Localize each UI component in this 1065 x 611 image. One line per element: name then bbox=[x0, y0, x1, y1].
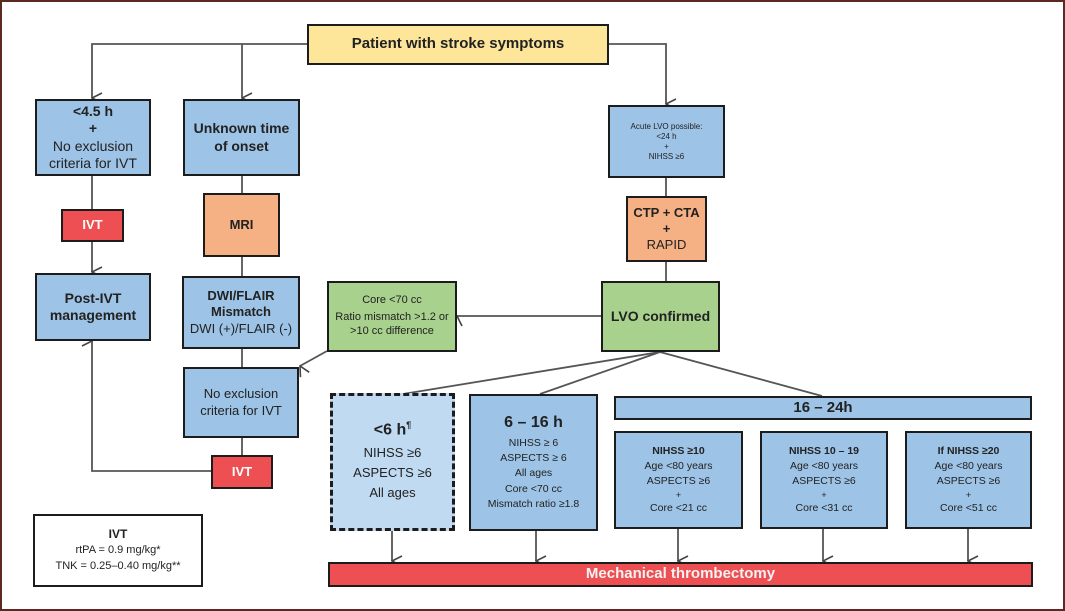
criteria-plus: + bbox=[675, 489, 682, 500]
acute-lvo-line2: <24 h bbox=[656, 131, 677, 141]
unknown-onset-line2: of onset bbox=[214, 137, 269, 154]
lvo-confirmed-box: LVO confirmed bbox=[601, 281, 720, 352]
connector-confirmed-to-6-16 bbox=[539, 351, 661, 395]
core-line1: Core <70 cc bbox=[362, 294, 422, 307]
criteria-line: Core <31 cc bbox=[795, 501, 853, 514]
acute-lvo-line3: NIHSS ≥6 bbox=[648, 151, 685, 161]
window-16-24h-criteria-box: NIHSS ≥10 Age <80 years ASPECTS ≥6 + Cor… bbox=[614, 431, 743, 529]
dwi-flair-line2: Mismatch bbox=[211, 304, 271, 320]
ivt-label-left: IVT bbox=[82, 217, 103, 233]
window-lt6h-title-wrap: <6 h¶ bbox=[374, 420, 411, 440]
window-6-16h-line: Core <70 cc bbox=[505, 482, 562, 495]
no-exclusion-line2: criteria for IVT bbox=[200, 402, 282, 418]
window-16-24h-title: 16 – 24h bbox=[793, 398, 853, 416]
ctp-cta-line1: CTP + CTA bbox=[633, 204, 700, 220]
criteria-plus: + bbox=[965, 489, 972, 500]
acute-lvo-line1: Acute LVO possible: bbox=[630, 121, 703, 131]
window-lt6h-line: NIHSS ≥6 bbox=[363, 444, 422, 460]
criteria-line: ASPECTS ≥6 bbox=[792, 475, 856, 488]
post-ivt-line1: Post-IVT bbox=[64, 289, 122, 306]
connector-ivt-to-post2 bbox=[92, 341, 211, 472]
legend-title: IVT bbox=[108, 527, 128, 542]
legend-line: TNK = 0.25–0.40 mg/kg** bbox=[55, 560, 181, 572]
window-lt6h-title: <6 h bbox=[373, 421, 407, 439]
ivt-label-unknown: IVT bbox=[231, 463, 253, 479]
connector-confirmed-to-lt6 bbox=[402, 351, 661, 395]
criteria-line: Age <80 years bbox=[789, 460, 858, 473]
criteria-head: NIHSS ≥10 bbox=[652, 445, 705, 458]
no-exclusion-line1: No exclusion bbox=[203, 386, 279, 402]
lt45h-title: <4.5 h bbox=[72, 102, 114, 119]
window-16-24h-bar: 16 – 24h bbox=[614, 396, 1032, 420]
lt45h-line2: No exclusion bbox=[52, 137, 134, 154]
window-6-16h-line: Mismatch ratio ≥1.8 bbox=[487, 497, 580, 510]
dwi-flair-line3: DWI (+)/FLAIR (-) bbox=[189, 320, 293, 336]
no-exclusion-box: No exclusion criteria for IVT bbox=[183, 367, 299, 438]
ivt-dosing-legend: IVT rtPA = 0.9 mg/kg* TNK = 0.25–0.40 mg… bbox=[33, 514, 203, 587]
acute-lvo-plus: + bbox=[664, 141, 669, 151]
window-lt6h-line: ASPECTS ≥6 bbox=[353, 465, 432, 481]
window-16-24h-criteria-box: If NIHSS ≥20 Age <80 years ASPECTS ≥6 + … bbox=[905, 431, 1032, 529]
criteria-head: If NIHSS ≥20 bbox=[937, 445, 1000, 458]
criteria-line: Core <51 cc bbox=[940, 501, 997, 514]
criteria-line: ASPECTS ≥6 bbox=[936, 475, 1001, 488]
legend-line: rtPA = 0.9 mg/kg* bbox=[75, 544, 161, 557]
core-line3: >10 cc difference bbox=[350, 324, 434, 337]
dwi-flair-line1: DWI/FLAIR bbox=[207, 288, 275, 304]
patient-stroke-symptoms-label: Patient with stroke symptoms bbox=[351, 35, 565, 53]
lt45h-plus: + bbox=[88, 120, 98, 136]
window-6-16h-line: All ages bbox=[514, 467, 553, 480]
window-lt6h-box: <6 h¶ NIHSS ≥6 ASPECTS ≥6 All ages bbox=[330, 393, 455, 531]
ctp-cta-rapid-box: CTP + CTA + RAPID bbox=[626, 196, 707, 262]
lt45h-box: <4.5 h + No exclusion criteria for IVT bbox=[35, 99, 151, 176]
window-lt6h-line: All ages bbox=[369, 485, 416, 501]
mri-label: MRI bbox=[229, 216, 254, 232]
mechanical-thrombectomy-label: Mechanical thrombectomy bbox=[585, 565, 776, 583]
post-ivt-box: Post-IVT management bbox=[35, 273, 151, 341]
criteria-line: Core <21 cc bbox=[650, 501, 707, 514]
window-6-16h-line: NIHSS ≥ 6 bbox=[508, 437, 559, 450]
lvo-confirmed-label: LVO confirmed bbox=[610, 307, 711, 324]
connector-top-to-lvo bbox=[609, 43, 666, 104]
patient-stroke-symptoms-box: Patient with stroke symptoms bbox=[307, 24, 609, 65]
window-lt6h-footnote: ¶ bbox=[406, 420, 412, 431]
unknown-onset-line1: Unknown time bbox=[193, 120, 290, 136]
criteria-plus: + bbox=[821, 489, 827, 500]
window-6-16h-box: 6 – 16 h NIHSS ≥ 6 ASPECTS ≥ 6 All ages … bbox=[469, 394, 598, 531]
dwi-flair-mismatch-box: DWI/FLAIR Mismatch DWI (+)/FLAIR (-) bbox=[182, 276, 300, 349]
window-6-16h-title: 6 – 16 h bbox=[504, 414, 563, 432]
post-ivt-line2: management bbox=[49, 307, 137, 323]
core-line2: Ratio mismatch >1.2 or bbox=[335, 311, 449, 324]
ivt-box-left: IVT bbox=[61, 209, 124, 242]
connector-core-to-noexcl bbox=[300, 350, 328, 366]
criteria-line: Age <80 years bbox=[644, 460, 713, 473]
acute-lvo-possible-box: Acute LVO possible: <24 h + NIHSS ≥6 bbox=[608, 105, 725, 178]
connector-confirmed-to-16-24 bbox=[659, 351, 823, 397]
criteria-head: NIHSS 10 – 19 bbox=[788, 445, 860, 458]
mechanical-thrombectomy-bar: Mechanical thrombectomy bbox=[328, 562, 1033, 587]
criteria-line: ASPECTS ≥6 bbox=[646, 475, 711, 488]
lt45h-line3: criteria for IVT bbox=[49, 155, 137, 171]
mri-box: MRI bbox=[203, 193, 280, 257]
ctp-cta-plus: + bbox=[662, 220, 671, 236]
core-mismatch-box: Core <70 cc Ratio mismatch >1.2 or >10 c… bbox=[327, 281, 457, 352]
window-16-24h-criteria-box: NIHSS 10 – 19 Age <80 years ASPECTS ≥6 +… bbox=[760, 431, 888, 529]
connector-top-to-lt45 bbox=[92, 43, 307, 98]
criteria-line: Age <80 years bbox=[934, 460, 1003, 473]
unknown-onset-box: Unknown time of onset bbox=[183, 99, 300, 176]
ivt-box-unknown: IVT bbox=[211, 455, 273, 489]
window-6-16h-line: ASPECTS ≥ 6 bbox=[500, 452, 567, 465]
ctp-cta-line2: RAPID bbox=[646, 237, 687, 253]
